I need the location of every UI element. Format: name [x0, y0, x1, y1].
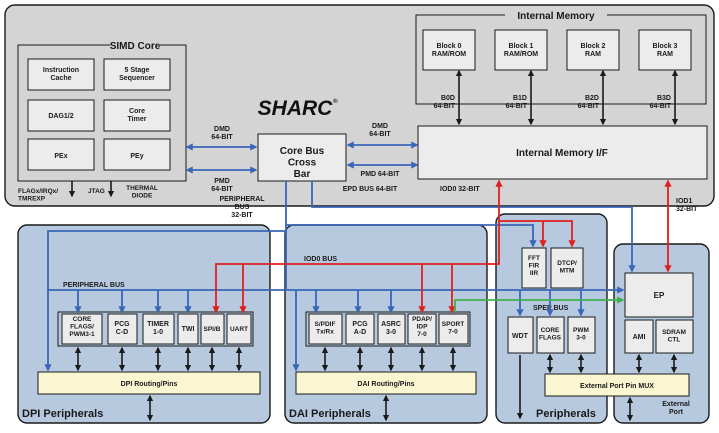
- block-label: SPI/B: [204, 326, 221, 333]
- dpi-peripheral-bus-label: PERIPHERAL BUS: [63, 282, 125, 289]
- dai-routing: DAI Routing/Pins: [295, 371, 477, 395]
- flags-label: FLAGx/IRQx/TMREXP: [18, 188, 58, 202]
- internal-memory-title: Internal Memory: [517, 11, 595, 22]
- peripherals-title: Peripherals: [536, 408, 596, 420]
- jtag-label: JTAG: [88, 188, 105, 195]
- iod0-accel-link: [499, 220, 576, 248]
- dpi-block-spi: SPI/B: [200, 313, 225, 345]
- simd-core-group: [17, 44, 187, 182]
- accel-block-dtcp: DTCP/MTM: [550, 247, 584, 289]
- simd-core-title: SIMD Core: [110, 41, 161, 52]
- block-label: DAG1/2: [48, 113, 73, 120]
- sport-ep-link: [454, 296, 625, 312]
- periph-block-wdt: WDT: [507, 316, 534, 354]
- external-port-pin-mux: External Port Pin MUX: [544, 373, 690, 397]
- block-label: AMI: [633, 334, 646, 341]
- block-label: TWI: [182, 326, 195, 333]
- block-label: DTCP/MTM: [557, 260, 577, 274]
- simd-block-pex: PEx: [27, 138, 95, 171]
- internal-memory-interface: Internal Memory I/F: [417, 125, 708, 180]
- dpi-title: DPI Peripherals: [22, 408, 103, 420]
- block-label: PEx: [54, 153, 67, 160]
- epd-bus-label: EPD BUS 64-BIT: [343, 186, 398, 193]
- iod0-bus-label: IOD0 BUS: [304, 256, 337, 263]
- simd-block-dag: DAG1/2: [27, 99, 95, 132]
- interface-label: Internal Memory I/F: [516, 148, 608, 159]
- registered-mark: ®: [333, 97, 338, 105]
- mux-label: External Port Pin MUX: [580, 383, 654, 390]
- block-label: UART: [230, 326, 248, 333]
- simd-block-pey: PEy: [103, 138, 171, 171]
- dpi-routing: DPI Routing/Pins: [37, 371, 261, 395]
- block-label: EP: [654, 291, 665, 300]
- block-label: PEy: [130, 153, 143, 160]
- iod0-bus-line: [212, 179, 503, 314]
- dpi-block-twi: TWI: [177, 313, 199, 345]
- ext-block-ami: AMI: [624, 319, 654, 354]
- dpi-block-uart: UART: [226, 313, 252, 345]
- block-label: WDT: [512, 333, 529, 340]
- iod0-label: IOD0 32-BIT: [440, 186, 480, 193]
- routing-label: DAI Routing/Pins: [357, 381, 414, 388]
- dai-title: DAI Peripherals: [289, 408, 371, 420]
- routing-label: DPI Routing/Pins: [121, 381, 178, 388]
- pmd-right-label: PMD 64-BIT: [361, 171, 401, 178]
- ext-block-ep: EP: [624, 272, 694, 318]
- internal-memory-group: [415, 14, 707, 105]
- sharc-logo: SHARC: [258, 97, 334, 120]
